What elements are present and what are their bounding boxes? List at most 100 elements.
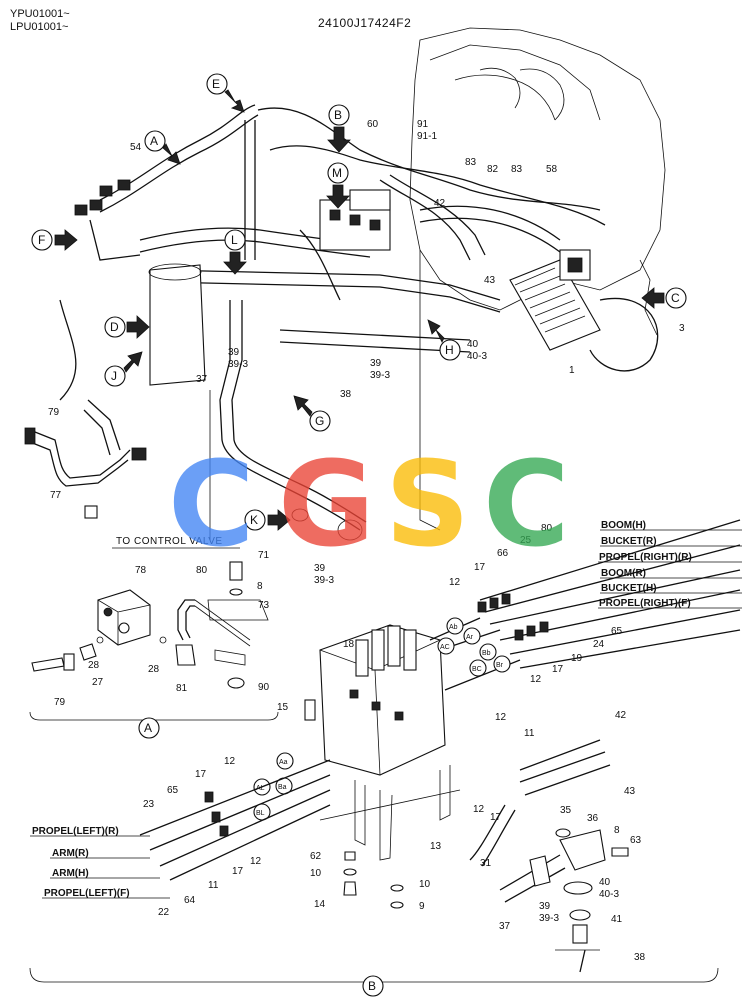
part-number: 41 [611, 914, 623, 925]
part-number: 43 [624, 786, 636, 797]
part-number: 83 [465, 157, 477, 168]
part-number: 12 [449, 577, 461, 588]
part-number: 38 [634, 952, 646, 963]
hose-bundle [99, 104, 606, 540]
part-number: 24 [593, 639, 605, 650]
part-number: 80 [196, 565, 208, 576]
part-number: 42 [434, 198, 446, 209]
part-number: 12 [530, 674, 542, 685]
part-number: 60 [367, 119, 379, 130]
part-number: 11 [208, 880, 219, 891]
right-hose-labels: BOOM(H) BUCKET(R) PROPEL(RIGHT)(R) BOOM(… [598, 520, 742, 609]
view-g-label: G [315, 414, 324, 428]
hose-label-propel-right-r: PROPEL(RIGHT)(R) [599, 552, 692, 563]
port-label: AL [256, 785, 265, 792]
part-number: 37 [196, 374, 208, 385]
part-number: 23 [143, 799, 155, 810]
part-number: 39-3 [228, 359, 248, 370]
hose-label-arm-r: ARM(R) [52, 848, 89, 859]
part-number: 40 [599, 877, 611, 888]
serial-range-lpu: LPU01001~ [10, 21, 69, 33]
to-control-valve-label: TO CONTROL VALVE [116, 536, 223, 547]
part-number: 31 [480, 858, 492, 869]
part-number: 73 [258, 600, 270, 611]
part-number: 10 [310, 868, 322, 879]
part-number: 90 [258, 682, 270, 693]
part-number: 91-1 [417, 131, 437, 142]
hose-label-bucket-h: BUCKET(H) [601, 583, 657, 594]
view-arrow-f: F [31, 229, 78, 251]
part-number: 40-3 [467, 351, 487, 362]
part-number: 71 [258, 550, 270, 561]
view-arrow-g: G [293, 395, 331, 432]
view-f-label: F [38, 233, 45, 247]
cgsc-watermark: C G S C [168, 435, 570, 573]
view-k-label: K [250, 513, 258, 527]
view-m-label: M [332, 166, 342, 180]
part-number: 39 [370, 358, 382, 369]
part-number: 64 [184, 895, 196, 906]
part-number: 12 [250, 856, 262, 867]
part-number: 9 [419, 901, 425, 912]
part-number: 15 [277, 702, 289, 713]
port-label: BC [472, 666, 482, 673]
detail-b-label: B [368, 979, 376, 993]
part-number: 12 [224, 756, 236, 767]
part-number: 40 [467, 339, 479, 350]
part-number: 10 [419, 879, 431, 890]
part-number: 3 [679, 323, 685, 334]
part-number: 28 [148, 664, 160, 675]
view-l-label: L [231, 233, 238, 247]
part-number: 80 [541, 523, 553, 534]
part-number: 11 [524, 728, 535, 739]
part-number: 25 [520, 535, 532, 546]
part-number: 82 [487, 164, 499, 175]
view-arrow-j: J [104, 351, 143, 387]
left-hose-labels: PROPEL(LEFT)(R) ARM(R) ARM(H) PROPEL(LEF… [30, 826, 170, 899]
detail-a-label: A [144, 721, 152, 735]
part-number: 42 [615, 710, 627, 721]
port-label: Ab [449, 624, 458, 631]
filter-housing [148, 263, 206, 386]
port-label: Aa [279, 759, 288, 766]
view-h-label: H [445, 343, 454, 357]
part-number: 43 [484, 275, 496, 286]
hose-label-boom-h: BOOM(H) [601, 520, 646, 531]
serial-range-ypu: YPU01001~ [10, 8, 70, 20]
part-number: 38 [340, 389, 352, 400]
part-number: 79 [48, 407, 60, 418]
part-number: 17 [195, 769, 207, 780]
part-number: 19 [571, 653, 583, 664]
part-number: 27 [92, 677, 104, 688]
view-arrow-h: H [427, 319, 461, 361]
port-callouts: Ab Ar AC Bb Br BC Aa AL Ba BL [253, 617, 511, 821]
part-number: 8 [257, 581, 263, 592]
part-number: 17 [552, 664, 564, 675]
view-b-label: B [334, 108, 342, 122]
part-number: 12 [495, 712, 507, 723]
port-label: Br [496, 662, 504, 669]
watermark-letter: G [278, 435, 375, 573]
part-number: 17 [474, 562, 486, 573]
part-number: 14 [314, 899, 326, 910]
view-arrow-c: C [641, 287, 687, 309]
drawing-number: 24100J17424F2 [318, 16, 412, 30]
part-number: 66 [497, 548, 509, 559]
part-number: 65 [167, 785, 179, 796]
part-number: 37 [499, 921, 511, 932]
part-number: 12 [473, 804, 485, 815]
hose-label-propel-left-f: PROPEL(LEFT)(F) [44, 888, 130, 899]
view-arrow-d: D [104, 315, 150, 339]
part-number: 40-3 [599, 889, 619, 900]
watermark-letter: C [483, 435, 570, 573]
port-label: Ar [466, 634, 474, 641]
part-number: 39-3 [539, 913, 559, 924]
valve-block [319, 189, 591, 281]
view-arrow-e: E [206, 73, 245, 113]
part-number: 36 [587, 813, 599, 824]
part-number: 83 [511, 164, 523, 175]
view-arrow-m: M [326, 162, 350, 209]
view-arrow-b: B [327, 104, 351, 153]
part-number: 65 [611, 626, 623, 637]
detail-a: A 78 80 71 8 73 28 28 27 81 90 79 [29, 550, 279, 739]
